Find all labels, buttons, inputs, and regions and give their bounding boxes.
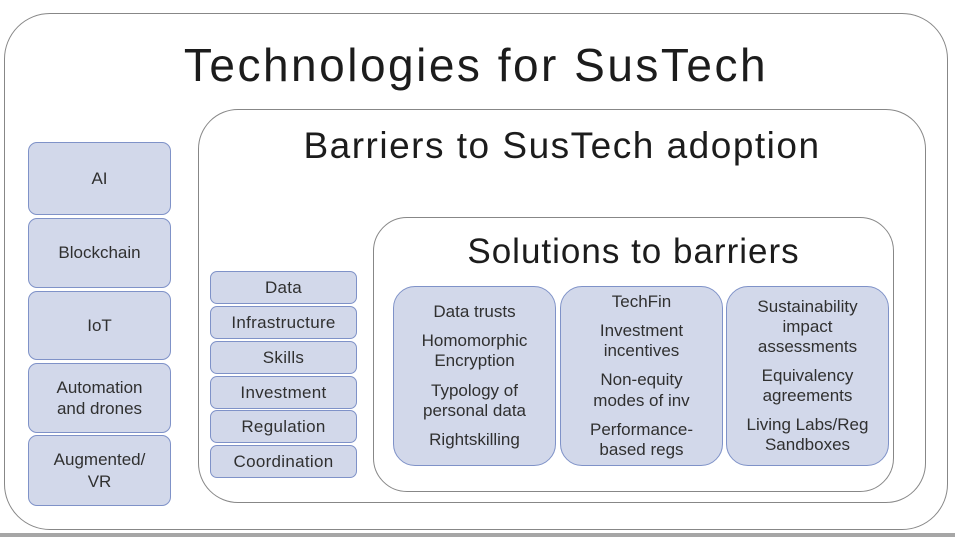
solution-card-data: Data trusts Homomorphic Encryption Typol… (393, 286, 556, 466)
solution-item-techfin: TechFin (611, 292, 672, 312)
barrier-box-coordination: Coordination (210, 445, 357, 478)
bottom-edge-line (0, 533, 955, 537)
diagram-title: Technologies for SusTech (183, 39, 769, 91)
solution-item-typology-personal-data: Typology of personal data (422, 380, 527, 420)
barrier-box-regulation: Regulation (210, 410, 357, 443)
solution-item-investment-incentives: Investment incentives (599, 321, 684, 361)
tech-box-iot: IoT (28, 291, 171, 360)
solution-item-homomorphic-encryption: Homomorphic Encryption (421, 331, 528, 371)
barrier-box-skills: Skills (210, 341, 357, 374)
solution-item-living-labs-sandboxes: Living Labs/Reg Sandboxes (746, 415, 869, 455)
solution-item-rightskilling: Rightskilling (429, 429, 520, 449)
solution-item-sustainability-assessments: Sustainability impact assessments (757, 296, 858, 356)
solutions-title: Solutions to barriers (467, 232, 800, 271)
barrier-box-data: Data (210, 271, 357, 304)
solution-item-non-equity-modes: Non-equity modes of inv (593, 370, 690, 410)
barrier-box-investment: Investment (210, 376, 357, 409)
barriers-title: Barriers to SusTech adoption (303, 125, 821, 166)
tech-box-augmented-vr: Augmented/ VR (28, 435, 171, 506)
solution-item-data-trusts: Data trusts (433, 302, 516, 322)
solutions-container: Solutions to barriers Data trusts Homomo… (373, 217, 894, 492)
solution-card-regulation: Sustainability impact assessments Equiva… (726, 286, 889, 466)
barrier-box-infrastructure: Infrastructure (210, 306, 357, 339)
barriers-container: Barriers to SusTech adoption Data Infras… (198, 109, 926, 503)
solution-item-performance-based-regs: Performance- based regs (590, 419, 693, 459)
solution-card-investment: TechFin Investment incentives Non-equity… (560, 286, 723, 466)
tech-box-blockchain: Blockchain (28, 218, 171, 288)
solution-item-equivalency-agreements: Equivalency agreements (761, 365, 854, 406)
tech-box-automation-drones: Automation and drones (28, 363, 171, 433)
technologies-container: Technologies for SusTech AI Blockchain I… (4, 13, 948, 530)
tech-box-ai: AI (28, 142, 171, 215)
